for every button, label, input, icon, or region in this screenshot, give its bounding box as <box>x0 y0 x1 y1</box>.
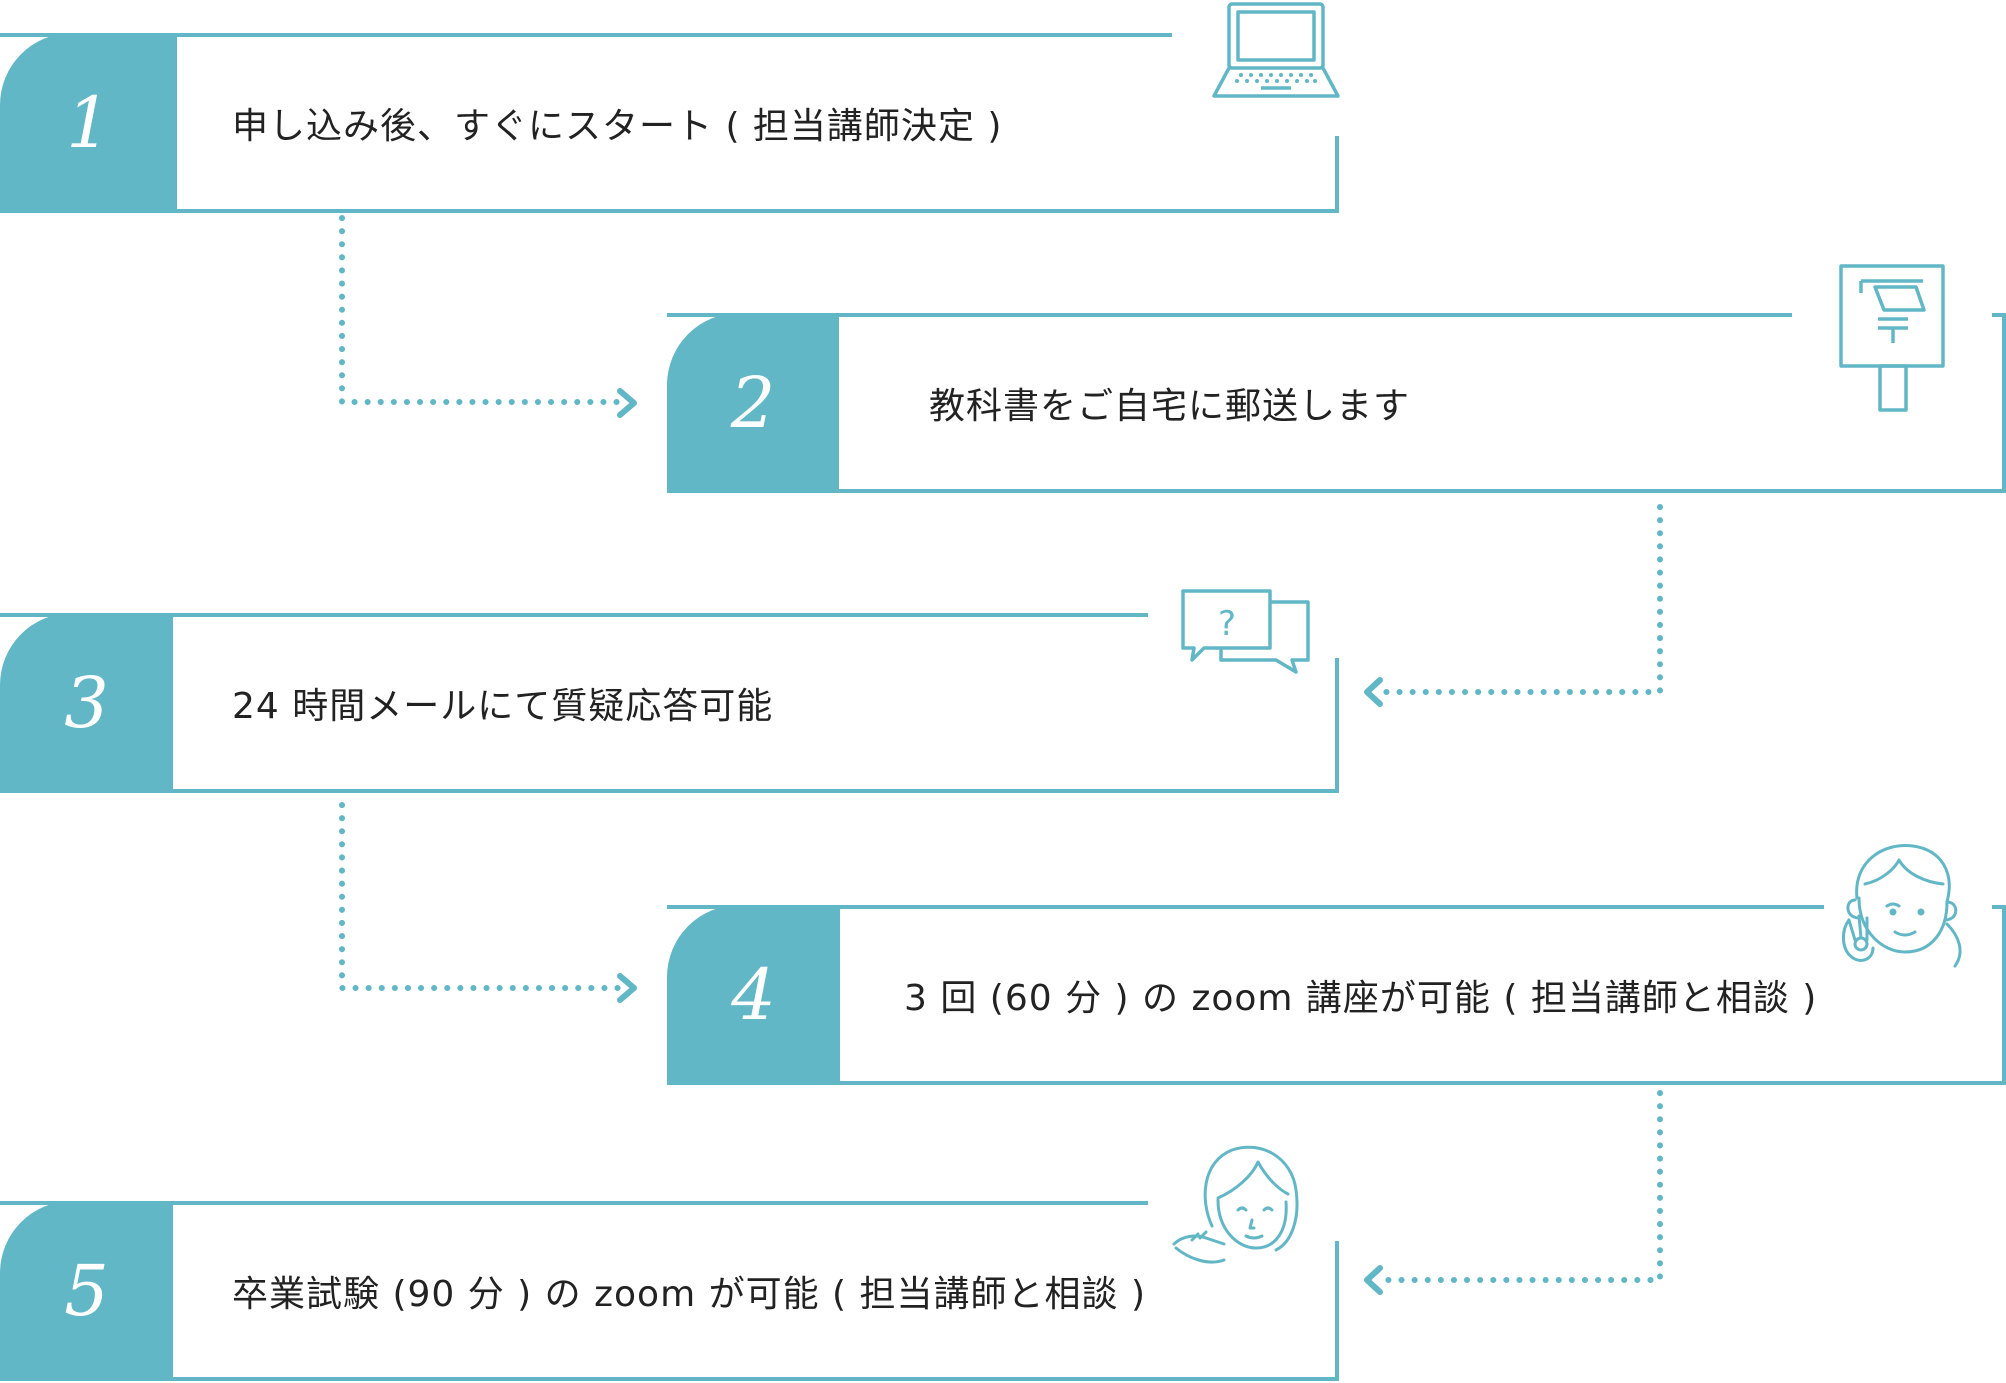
step-2-label: 教科書をご自宅に郵送します <box>929 386 1411 427</box>
step-5-frame <box>0 1201 1339 1381</box>
step-1-number-box: 1 <box>0 33 177 213</box>
step-1-label: 申し込み後、すぐにスタート ( 担当講師決定 ) <box>232 106 1003 147</box>
question-chat-icon: ? <box>1181 589 1310 674</box>
step-5: 5 卒業試験 (90 分 ) の zoom が可能 ( 担当講師と相談 ) <box>0 1201 1340 1381</box>
arrowhead-right-icon <box>617 973 637 1003</box>
arrowhead-left-icon <box>1364 677 1383 707</box>
connector-1-to-2 <box>339 215 625 405</box>
step-5-label: 卒業試験 (90 分 ) の zoom が可能 ( 担当講師と相談 ) <box>232 1274 1146 1315</box>
step-5-number: 5 <box>64 1250 109 1332</box>
step-3-label: 24 時間メールにて質疑応答可能 <box>232 686 774 727</box>
step-2-frame <box>667 313 2006 493</box>
step-1-number: 1 <box>66 82 111 164</box>
step-1: 1 申し込み後、すぐにスタート ( 担当講師決定 ) <box>0 33 1340 213</box>
step-2-number: 2 <box>730 362 776 444</box>
girl-presenting-icon <box>1172 1145 1299 1264</box>
connector-3-to-4 <box>339 802 625 991</box>
step-3: 3 24 時間メールにて質疑応答可能 <box>0 613 1340 793</box>
step-4: 4 3 回 (60 分 ) の zoom 講座が可能 ( 担当講師と相談 ) <box>667 905 2006 1085</box>
mailbox-icon <box>1839 264 1945 412</box>
connector-2-to-3 <box>1382 504 1663 695</box>
arrowhead-right-icon <box>617 388 637 418</box>
step-5-number-box: 5 <box>0 1201 173 1381</box>
arrowhead-left-icon <box>1364 1265 1383 1295</box>
connector-4-to-5 <box>1382 1090 1663 1283</box>
step-4-number-box: 4 <box>667 905 840 1085</box>
boy-ok-gesture-icon <box>1842 844 1962 968</box>
svg-text:?: ? <box>1218 604 1236 644</box>
step-1-frame <box>0 33 1339 213</box>
step-4-number: 4 <box>731 954 776 1036</box>
step-2-number-box: 2 <box>667 313 839 493</box>
step-3-number-box: 3 <box>0 613 173 793</box>
step-3-number: 3 <box>64 662 109 744</box>
step-4-frame <box>667 905 2006 1085</box>
step-4-label: 3 回 (60 分 ) の zoom 講座が可能 ( 担当講師と相談 ) <box>904 978 1818 1019</box>
step-3-frame <box>0 613 1339 793</box>
step-2: 2 教科書をご自宅に郵送します <box>667 313 2006 493</box>
laptop-icon <box>1212 2 1340 98</box>
